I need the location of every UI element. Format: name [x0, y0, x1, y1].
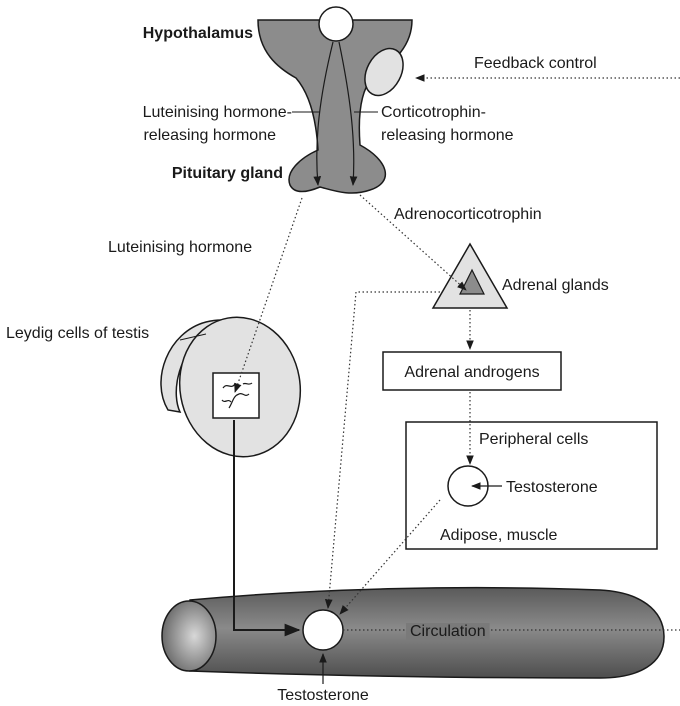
adipose-muscle-label: Adipose, muscle — [440, 527, 557, 544]
acth-label: Adrenocorticotrophin — [394, 206, 542, 223]
hypothalamus-nucleus — [319, 7, 353, 41]
adrenal-androgens-label: Adrenal androgens — [404, 364, 539, 381]
peripheral-cells-label: Peripheral cells — [479, 431, 588, 448]
lhrh-label-line1: Luteinising hormone- — [143, 104, 292, 121]
pituitary-gland-label: Pituitary gland — [172, 165, 283, 182]
leydig-cells-label: Leydig cells of testis — [6, 325, 149, 342]
vessel-opening — [162, 601, 216, 671]
lh-label: Luteinising hormone — [108, 239, 252, 256]
lhrh-label-line2: releasing hormone — [143, 127, 276, 144]
circulation-testosterone-label: Testosterone — [277, 687, 369, 704]
crh-label-line2: releasing hormone — [381, 127, 514, 144]
crh-label-line1: Corticotrophin- — [381, 104, 486, 121]
circulation-label: Circulation — [410, 623, 486, 640]
feedback-control-label: Feedback control — [474, 55, 597, 72]
adrenal-glands-label: Adrenal glands — [502, 277, 609, 294]
peripheral-testosterone-label: Testosterone — [506, 479, 598, 496]
hypothalamus-label: Hypothalamus — [143, 25, 253, 42]
circulation-testosterone-circle — [303, 610, 343, 650]
